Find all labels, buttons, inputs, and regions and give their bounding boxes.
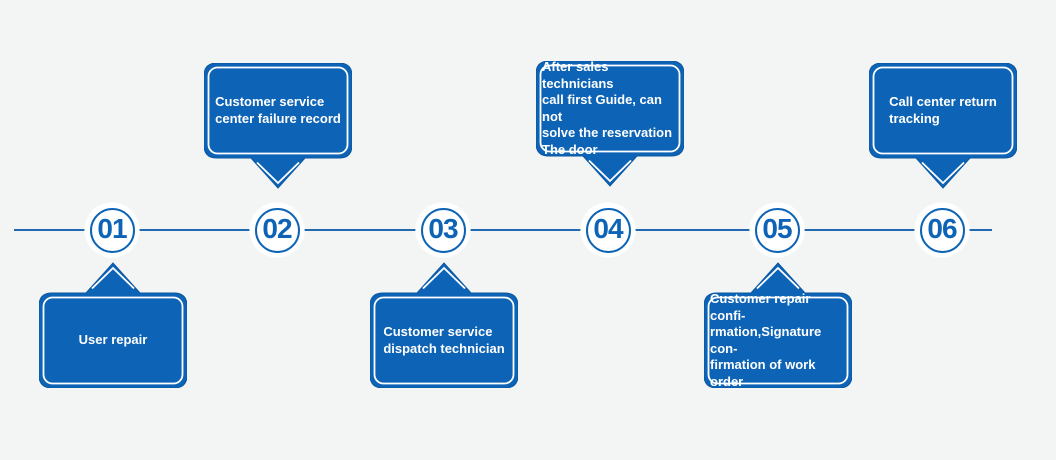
step-05-label: Customer repair confi- rmation,Signature…	[710, 291, 822, 389]
step-04-callout: After sales technicians call first Guide…	[536, 59, 684, 187]
step-02-label: Customer service center failure record	[215, 94, 341, 126]
step-06-circle: 06	[915, 203, 969, 257]
step-03-number: 03	[428, 213, 458, 244]
step-01-number: 01	[97, 213, 127, 244]
step-01-circle: 01	[85, 203, 139, 257]
step-04-circle: 04	[581, 203, 635, 257]
step-06-callout-textbox: Call center return tracking	[869, 63, 1017, 158]
callout-bubble-shape-down	[204, 63, 352, 189]
callout-bubble-shape-up	[704, 262, 852, 388]
callout-bubble-shape-down	[536, 61, 684, 187]
step-05-callout-textbox: Customer repair confi- rmation,Signature…	[704, 291, 852, 389]
step-05-number: 05	[762, 213, 792, 244]
step-06-ring: 06	[919, 207, 965, 253]
step-05-ring: 05	[754, 207, 800, 253]
step-02-callout: Customer service center failure record	[204, 63, 352, 189]
step-02-circle: 02	[250, 203, 304, 257]
step-04-number: 04	[593, 213, 623, 244]
step-05-callout: Customer repair confi- rmation,Signature…	[704, 262, 852, 389]
step-01-label: User repair	[78, 332, 148, 348]
step-01-callout: User repair	[39, 262, 187, 388]
step-01-ring: 01	[89, 207, 135, 253]
timeline-line	[14, 229, 992, 231]
step-05-circle: 05	[750, 203, 804, 257]
callout-bubble-shape-up	[370, 262, 518, 388]
callout-bubble-shape-up	[39, 262, 187, 388]
step-06-callout: Call center return tracking	[869, 63, 1017, 189]
step-03-ring: 03	[420, 207, 466, 253]
callout-bubble-shape-down	[869, 63, 1017, 189]
step-06-label: Call center return tracking	[889, 94, 997, 126]
step-02-ring: 02	[254, 207, 300, 253]
step-03-label: Customer service dispatch technician	[383, 324, 505, 356]
step-03-callout-textbox: Customer service dispatch technician	[370, 293, 518, 388]
step-06-number: 06	[927, 213, 957, 244]
step-01-callout-textbox: User repair	[39, 293, 187, 388]
step-04-ring: 04	[585, 207, 631, 253]
step-02-callout-textbox: Customer service center failure record	[204, 63, 352, 158]
step-03-circle: 03	[416, 203, 470, 257]
step-04-label: After sales technicians call first Guide…	[542, 59, 673, 157]
step-04-callout-textbox: After sales technicians call first Guide…	[536, 59, 684, 157]
step-03-callout: Customer service dispatch technician	[370, 262, 518, 388]
step-02-number: 02	[262, 213, 292, 244]
